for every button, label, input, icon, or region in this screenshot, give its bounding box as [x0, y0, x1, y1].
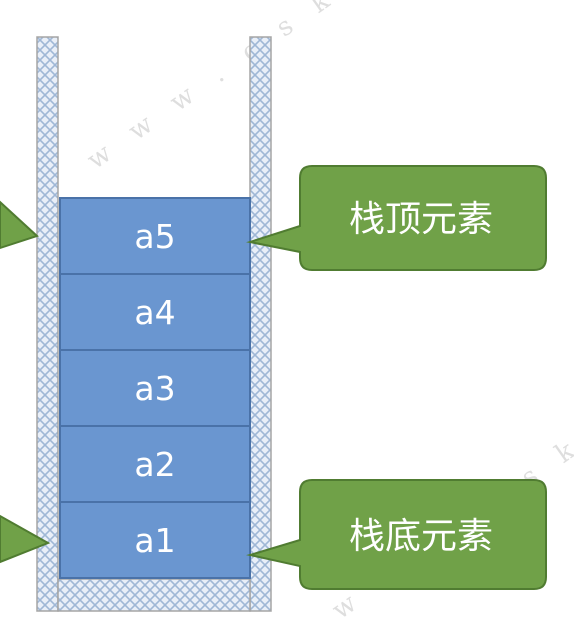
stack-item-box: [59, 197, 251, 275]
stack-item: a2: [59, 425, 251, 503]
watermark-text-upper: w w w . c s k a o y a n: [82, 0, 523, 176]
stack-item-box: [59, 273, 251, 351]
callout-top-text: 栈顶元素: [349, 199, 493, 240]
callout-top-shape: [246, 165, 547, 271]
callout-bottom-text: 栈底元素: [349, 516, 493, 557]
callout-bottom-shape: [246, 479, 547, 590]
left-pointers: [0, 200, 51, 564]
stack-item-label: a1: [134, 521, 175, 560]
stack-item: a1: [59, 501, 251, 579]
stack-item-label: a5: [134, 217, 175, 256]
stack-item: a4: [59, 273, 251, 351]
container-left-wall: [36, 36, 59, 612]
stack-item: a5: [59, 197, 251, 275]
callout-bottom-element: 栈底元素: [246, 479, 547, 590]
stack-item-label: a3: [134, 369, 175, 408]
left-pointer-bottom: [0, 514, 51, 564]
stack-item-box: [59, 349, 251, 427]
stack-item-box: [59, 501, 251, 579]
left-pointer-top: [0, 200, 39, 250]
container-bottom: [57, 578, 251, 612]
stack-container: [36, 36, 272, 612]
stack-item-label: a2: [134, 445, 175, 484]
stack-items: a5 a4 a3 a2 a1: [59, 197, 251, 579]
stack-item-label: a4: [134, 293, 175, 332]
container-right-wall: [249, 36, 272, 612]
callout-top-element: 栈顶元素: [246, 165, 547, 271]
stack-item: a3: [59, 349, 251, 427]
